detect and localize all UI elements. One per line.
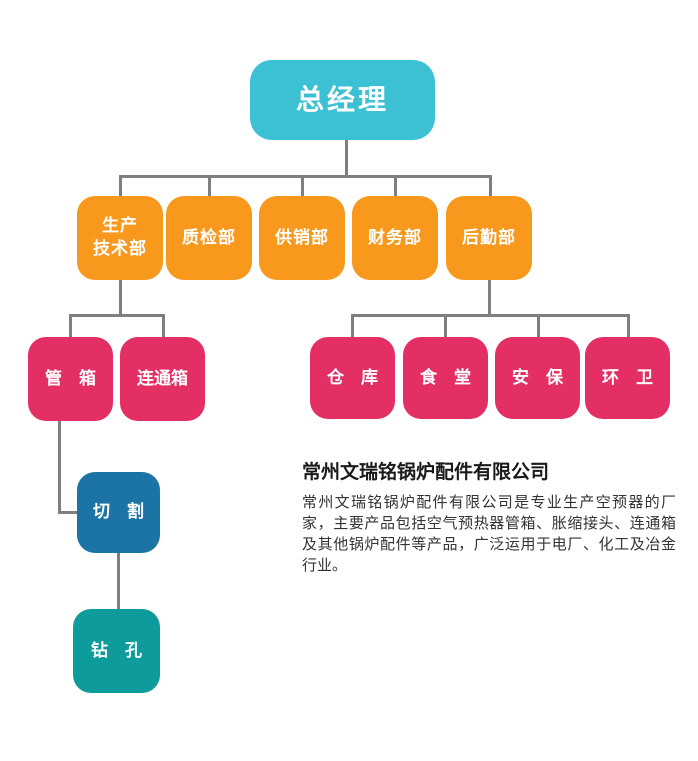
org-node-canteen: 食 堂 <box>403 337 488 419</box>
connector-line <box>345 140 348 175</box>
org-node-supply-sales-dept: 供销部 <box>259 196 345 280</box>
org-node-logistics-dept: 后勤部 <box>446 196 532 280</box>
connector-line <box>351 314 630 317</box>
org-node-warehouse: 仓 库 <box>310 337 395 419</box>
org-node-security: 安 保 <box>495 337 580 419</box>
org-node-sanitation: 环 卫 <box>585 337 670 419</box>
connector-line <box>117 553 120 609</box>
connector-line <box>162 314 165 340</box>
org-node-drilling: 钻 孔 <box>73 609 160 693</box>
org-node-quality-dept: 质检部 <box>166 196 252 280</box>
connector-line <box>208 175 211 199</box>
connector-line <box>119 175 492 178</box>
org-node-finance-dept: 财务部 <box>352 196 438 280</box>
connector-line <box>58 511 77 514</box>
org-node-cutting: 切 割 <box>77 472 160 553</box>
connector-line <box>301 175 304 199</box>
org-node-pipe-box: 管 箱 <box>28 337 113 421</box>
org-node-connecting-box: 连通箱 <box>120 337 205 421</box>
connector-line <box>119 175 122 199</box>
connector-line <box>489 175 492 199</box>
connector-line <box>537 314 540 340</box>
connector-line <box>69 314 72 340</box>
connector-line <box>444 314 447 340</box>
org-node-production-tech-dept: 生产 技术部 <box>77 196 163 280</box>
org-node-general-manager: 总经理 <box>250 60 435 140</box>
connector-line <box>394 175 397 199</box>
connector-line <box>119 280 122 314</box>
connector-line <box>351 314 354 340</box>
connector-line <box>488 280 491 314</box>
company-name-heading: 常州文瑞铭锅炉配件有限公司 <box>302 462 550 483</box>
connector-line <box>627 314 630 340</box>
company-description: 常州文瑞铭锅炉配件有限公司是专业生产空预器的厂家，主要产品包括空气预热器管箱、胀… <box>302 493 676 574</box>
connector-line <box>58 421 61 514</box>
connector-line <box>69 314 165 317</box>
company-info-section: 常州文瑞铭锅炉配件有限公司 常州文瑞铭锅炉配件有限公司是专业生产空预器的厂家，主… <box>302 460 676 576</box>
